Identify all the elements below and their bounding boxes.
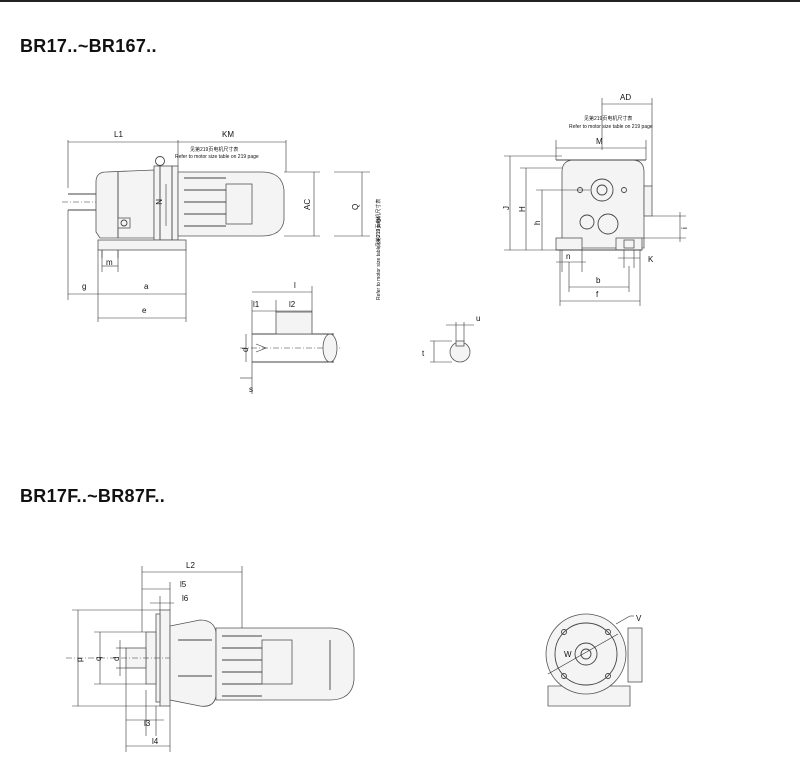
dim-L1: L1 xyxy=(114,130,123,139)
side-view-dimensions: L1 KM 见第219页电机尺寸表 Refer to motor size ta… xyxy=(67,130,382,322)
dim-i: i xyxy=(680,227,689,229)
end-view-dimensions: AD 见第219页电机尺寸表 Refer to motor size table… xyxy=(502,93,689,306)
dim-q: q xyxy=(94,657,103,661)
dim-KM: KM xyxy=(222,130,234,139)
dim-K: K xyxy=(648,255,654,264)
dim-f: f xyxy=(596,290,599,299)
dim-AC: AC xyxy=(303,199,312,210)
dim-n: n xyxy=(566,252,570,261)
dim-d: d xyxy=(241,348,250,352)
dim-l2: l2 xyxy=(289,300,296,309)
dim-p: p xyxy=(75,657,84,662)
dim-AD: AD xyxy=(620,93,631,102)
dim-Q: Q xyxy=(351,204,360,210)
note-en-top-left: Refer to motor size table on 219 page xyxy=(175,154,259,160)
flange-side-view xyxy=(66,609,355,707)
side-view-gearmotor xyxy=(62,156,285,258)
dim-e: e xyxy=(142,306,147,315)
dim-l4: l4 xyxy=(152,737,159,746)
dim-l1: l1 xyxy=(253,300,260,309)
dim-b: b xyxy=(596,276,601,285)
end-view-gearmotor xyxy=(555,159,653,251)
dim-h: h xyxy=(533,221,542,225)
dim-M: M xyxy=(596,137,603,146)
top-border xyxy=(0,0,800,2)
dim-l: l xyxy=(294,281,296,290)
dim-J: J xyxy=(502,206,511,210)
title-br17-br167: BR17..~BR167.. xyxy=(20,36,157,56)
keyway-section: u t xyxy=(422,314,480,363)
dim-l6: l6 xyxy=(182,594,189,603)
note-cn-end: 见第219页电机尺寸表 xyxy=(584,115,632,122)
dim-g: g xyxy=(82,282,86,291)
shaft-end-detail: l l1 l2 d s xyxy=(240,281,340,394)
flange-side-dimensions: L2 l5 l6 p q d l3 l4 xyxy=(72,561,243,752)
dim-N: N xyxy=(154,199,163,205)
flange-front-view: W V xyxy=(545,613,643,707)
dim-l3: l3 xyxy=(144,719,151,728)
dim-u: u xyxy=(476,314,480,323)
dim-W: W xyxy=(564,650,572,659)
dim-V: V xyxy=(636,614,642,623)
note-en-end: Refer to motor size table on 219 page xyxy=(569,124,653,130)
dim-a: a xyxy=(144,282,149,291)
dim-H: H xyxy=(518,206,527,212)
note-cn-rotated: 见第219页电机尺寸表 xyxy=(375,199,382,247)
dim-s: s xyxy=(249,385,253,394)
title-br17f-br87f: BR17F..~BR87F.. xyxy=(20,486,166,506)
dim-d-flange: d xyxy=(112,657,121,661)
dim-l5: l5 xyxy=(180,580,187,589)
dim-L2: L2 xyxy=(186,561,195,570)
note-cn-top-left: 见第219页电机尺寸表 xyxy=(190,146,238,153)
dim-m: m xyxy=(106,258,113,267)
note-en-rotated: Refer to motor size table on 219 page xyxy=(376,216,382,300)
dim-t: t xyxy=(422,349,425,358)
